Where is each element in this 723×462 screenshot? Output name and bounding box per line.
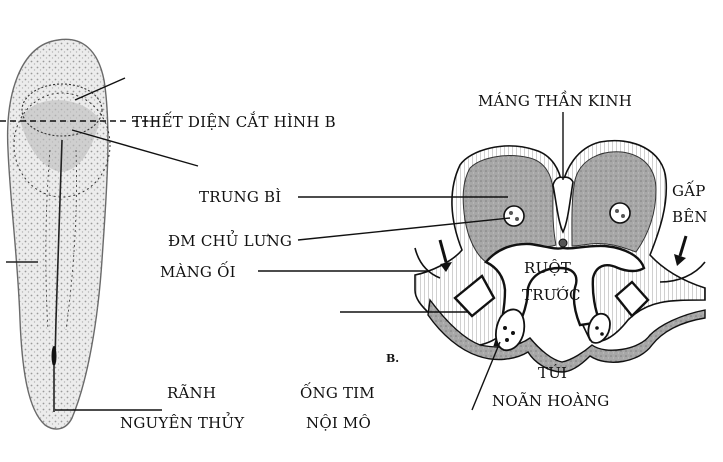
label-section-line: THIẾT DIỆN CẮT HÌNH B	[132, 111, 336, 131]
neural-fold-right	[65, 149, 77, 331]
labels: THIẾT DIỆN CẮT HÌNH B MÁNG THẦN KINH TRU…	[120, 90, 708, 432]
label-primitive-streak-2: NGUYÊN THỦY	[120, 412, 245, 432]
label-panel-b: B.	[386, 352, 399, 365]
neural-groove	[552, 176, 574, 234]
label-dorsal-aorta: ĐM CHỦ LƯNG	[168, 230, 292, 250]
cross-section	[414, 139, 706, 373]
primitive-node	[51, 346, 57, 366]
label-foregut-2: TRƯỚC	[522, 286, 581, 304]
arrow-right-fold	[678, 235, 688, 257]
head-region-dotted	[21, 83, 103, 137]
neural-plate-line	[54, 139, 63, 361]
pericardial-cavity-left	[453, 274, 496, 318]
label-neural-groove: MÁNG THẦN KINH	[478, 90, 632, 110]
notochord	[558, 238, 568, 248]
dorsal-aorta-right	[609, 202, 631, 224]
endocardial-tube-left	[495, 308, 526, 351]
leader-lines	[55, 112, 564, 411]
amnion-right-fold	[659, 261, 706, 283]
label-amnion: MÀNG ỐI	[160, 261, 236, 281]
label-primitive-streak-1: RÃNH	[167, 384, 216, 402]
label-endocardial-tube-1: ỐNG TIM	[300, 382, 375, 402]
label-lateral-fold-2: BÊN	[672, 208, 708, 226]
label-mesoderm: TRUNG BÌ	[199, 188, 281, 206]
dorsal-aorta-left	[503, 205, 525, 227]
amnion-left-fold	[414, 247, 441, 279]
mesoderm-right	[571, 151, 657, 253]
head-fold-shadow	[20, 100, 100, 172]
label-yolk-sac-2: NOÃN HOÀNG	[492, 392, 609, 410]
splanchnic-wall	[427, 298, 706, 373]
leader-upper	[74, 77, 126, 101]
label-foregut-1: RUỘT	[524, 259, 571, 277]
label-endocardial-tube-2: NỘI MÔ	[306, 414, 371, 432]
neural-fold-left	[45, 149, 51, 331]
leader-endocardial	[471, 341, 501, 411]
leader-dorsal-aorta	[297, 217, 511, 241]
arrow-left-fold	[438, 239, 448, 263]
pericardial-cavity-right	[614, 280, 650, 318]
label-lateral-fold-1: GẤP	[672, 180, 706, 200]
endocardial-tube-right	[587, 312, 611, 344]
cardiac-region-dotted	[13, 92, 111, 198]
embryo-outline	[6, 38, 109, 430]
label-yolk-sac-1: TÚI	[538, 364, 567, 382]
leader-lower	[71, 129, 199, 167]
embryo-dorsal-view	[0, 38, 199, 430]
